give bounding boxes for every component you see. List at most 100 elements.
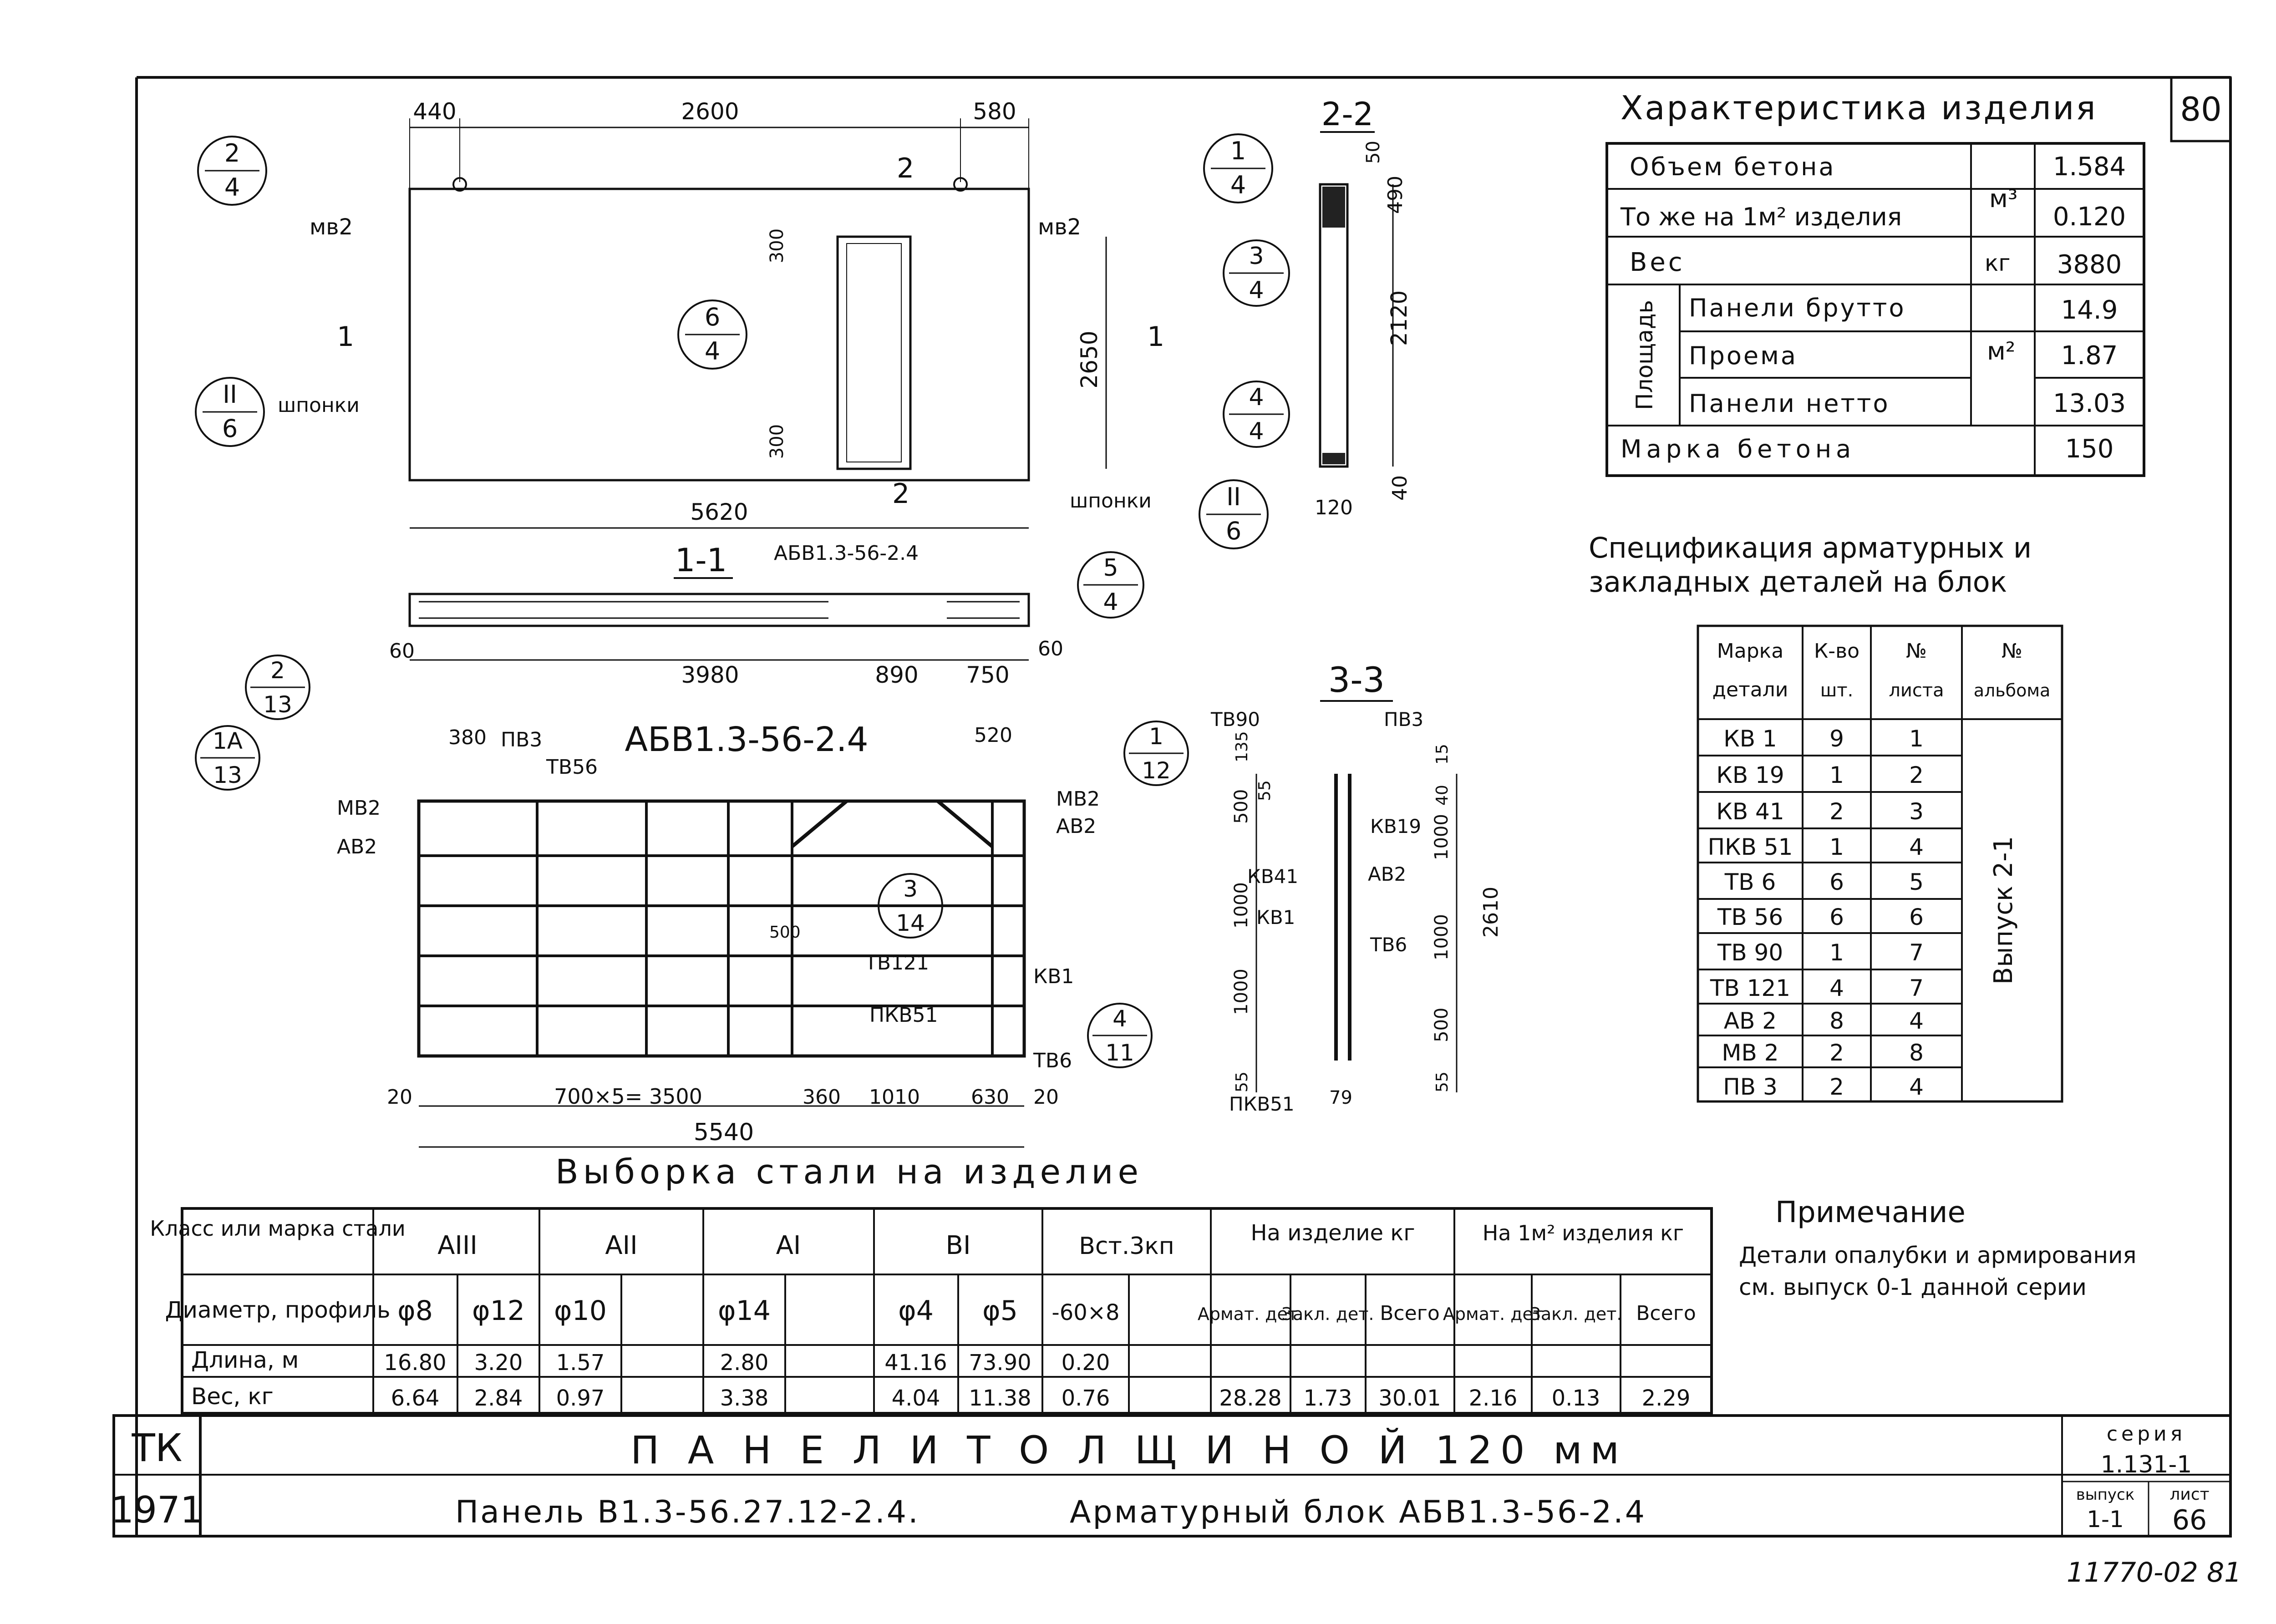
s33-dim-55-top: 55 xyxy=(1255,780,1274,801)
svg-text:2: 2 xyxy=(270,657,285,684)
steel-class-A2: АII xyxy=(605,1231,637,1260)
page-number-box xyxy=(2170,76,2232,142)
steel-weight-cell: 6.64 xyxy=(391,1385,440,1411)
callout-2-4: 2 4 xyxy=(197,136,267,206)
svg-text:6: 6 xyxy=(1226,517,1241,545)
s11-dim-60-right: 60 xyxy=(1038,637,1063,660)
svg-text:II: II xyxy=(1226,482,1241,511)
block-outline xyxy=(417,799,1026,1058)
spec-cell: ТВ 6 xyxy=(1724,869,1776,895)
spec-cell: МВ 2 xyxy=(1722,1040,1778,1066)
char-row-gross-label: Панели брутто xyxy=(1689,294,1906,322)
note-line2: см. выпуск 0-1 данной серии xyxy=(1739,1274,2087,1300)
dim-2600: 2600 xyxy=(681,98,739,125)
title-series-label: серия xyxy=(2107,1422,2186,1446)
svg-text:14: 14 xyxy=(896,910,925,936)
steel-length-cell: 41.16 xyxy=(884,1350,947,1375)
steel-class-vst3: Вст.3кп xyxy=(1079,1233,1174,1260)
spec-header-qty-bottom: шт. xyxy=(1820,680,1854,701)
spec-cell: ТВ 121 xyxy=(1710,975,1790,1001)
block-title: АБВ1.3-56-2.4 xyxy=(625,720,868,759)
block-label-tv6: ТВ6 xyxy=(1033,1049,1072,1072)
svg-text:6: 6 xyxy=(705,303,720,331)
s22-dim-490: 490 xyxy=(1384,176,1407,214)
block-label-tv56: ТВ56 xyxy=(546,756,598,779)
svg-text:4: 4 xyxy=(1113,1005,1127,1032)
spec-header-sheet-top: № xyxy=(1906,639,1927,663)
svg-text:3: 3 xyxy=(1249,243,1264,270)
spec-cell: 1 xyxy=(1909,726,1924,752)
char-row-grade-label: Марка бетона xyxy=(1621,435,1855,463)
steel-diam-label: Диаметр, профиль xyxy=(165,1297,390,1323)
spec-cell: 6 xyxy=(1909,904,1924,930)
characteristics-table: Характеристика изделия Объем бетона То ж… xyxy=(1605,89,2145,477)
title-year: 1971 xyxy=(111,1489,203,1531)
s22-dim-120: 120 xyxy=(1315,496,1353,519)
callout-1-12: 1 12 xyxy=(1123,721,1189,786)
dim-2650: 2650 xyxy=(1076,330,1102,388)
bottom-stamp: 11770-02 81 xyxy=(2067,1557,2241,1588)
section-1-1: 1-1 АБВ1.3-56-2.4 60 3980 890 750 60 5 4 xyxy=(389,542,1144,688)
spec-header-album-top: № xyxy=(2002,639,2022,663)
spec-cell: 6 xyxy=(1829,869,1844,895)
label-mv2-right: мв2 xyxy=(1038,214,1081,240)
block-label-pv3: ПВ3 xyxy=(501,728,542,751)
section-2-2-rebar-top xyxy=(1322,187,1345,228)
label-mv2-left: мв2 xyxy=(310,214,353,240)
s33-dim-500-r: 500 xyxy=(1431,1008,1452,1042)
section-1-1-title: 1-1 xyxy=(675,542,727,579)
label-shponki-right: шпонки xyxy=(1070,489,1152,513)
steel-diam-cell: Закл. дет. xyxy=(1282,1304,1374,1324)
steel-outline xyxy=(181,1207,1713,1415)
s33-label-tv6: ТВ6 xyxy=(1370,934,1407,956)
spec-cell: 1 xyxy=(1829,939,1844,966)
char-grid xyxy=(1607,143,2144,476)
s33-dim-1000-a: 1000 xyxy=(1231,882,1252,929)
char-row-opening-label: Проема xyxy=(1689,341,1798,370)
svg-text:13: 13 xyxy=(263,691,292,718)
steel-weight-cell: 1.73 xyxy=(1304,1385,1352,1411)
char-unit-kg: кг xyxy=(1985,250,2010,276)
s33-dim-40: 40 xyxy=(1433,785,1452,806)
steel-diam-cell: φ12 xyxy=(472,1295,525,1327)
steel-length-cell: 0.20 xyxy=(1062,1350,1110,1375)
spec-cell: 7 xyxy=(1909,939,1924,966)
char-row-net-label: Панели нетто xyxy=(1689,389,1890,418)
s33-dim-1000-b: 1000 xyxy=(1231,969,1252,1015)
spec-header-sheet-bottom: листа xyxy=(1889,680,1944,701)
spec-cell: 1 xyxy=(1829,762,1844,788)
steel-title: Выборка стали на изделие xyxy=(555,1152,1143,1192)
s22-dim-2120: 2120 xyxy=(1387,290,1412,346)
block-dim-500: 500 xyxy=(769,923,801,942)
spec-cell: 1 xyxy=(1829,834,1844,860)
steel-length-cell: 1.57 xyxy=(556,1350,605,1375)
block-label-kv1: КВ1 xyxy=(1033,965,1074,988)
section-2-2: 2-2 50 490 2120 40 120 3 4 4 4 xyxy=(1223,96,1412,519)
panel-elevation: 440 2600 580 2650 300 300 5620 мв2 мв2 ш… xyxy=(195,98,1273,549)
char-row-grade-value: 150 xyxy=(2065,434,2114,464)
spec-cell: ПВ 3 xyxy=(1723,1074,1778,1100)
steel-length-label: Длина, м xyxy=(191,1347,299,1373)
svg-text:4: 4 xyxy=(1249,384,1264,411)
note-title: Примечание xyxy=(1775,1196,1966,1229)
spec-cell: 5 xyxy=(1909,869,1924,895)
dim-580: 580 xyxy=(973,98,1016,125)
spec-cell: 7 xyxy=(1909,975,1924,1001)
char-row-volume-label: Объем бетона xyxy=(1630,152,1836,181)
spec-cell: 2 xyxy=(1829,798,1844,825)
s33-label-pv3: ПВ3 xyxy=(1384,708,1423,731)
svg-text:II: II xyxy=(223,380,237,409)
steel-length-cell: 16.80 xyxy=(384,1350,446,1375)
block-label-av2-left: АВ2 xyxy=(337,835,377,858)
spec-cell: 8 xyxy=(1909,1040,1924,1066)
spec-cell: 4 xyxy=(1829,975,1844,1001)
title-tk: ТК xyxy=(132,1426,183,1470)
title-sheet-label: лист xyxy=(2169,1485,2209,1504)
section-3-3-title: 3-3 xyxy=(1328,660,1385,700)
section-2-2-rebar-bottom xyxy=(1322,453,1345,464)
page-number: 80 xyxy=(2180,90,2222,128)
block-dim-520: 520 xyxy=(974,724,1012,747)
section-mark-2-top: 2 xyxy=(897,152,914,184)
section-1-1-block-label: АБВ1.3-56-2.4 xyxy=(774,542,919,565)
